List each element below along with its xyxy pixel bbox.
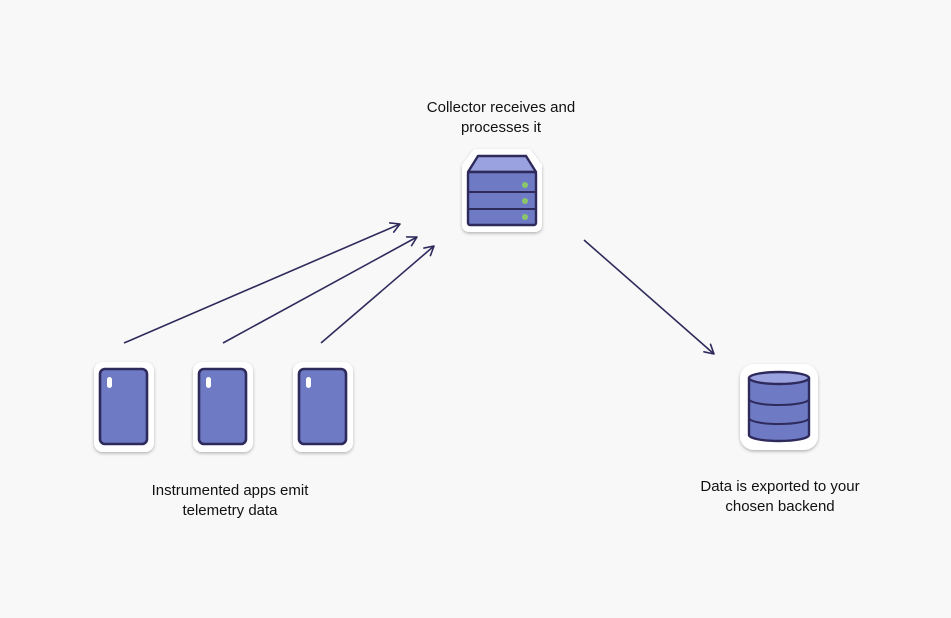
arrow-app2-to-collector [222,236,418,344]
arrow-collector-to-backend [583,239,715,355]
backend-caption-line: Data is exported to your [700,478,860,495]
mobile-app-icon [293,362,353,452]
mobile-app-icon [94,362,154,452]
database-icon [740,364,818,450]
collector-caption: Collector receives and processes it [401,98,601,138]
server-led-icon [522,198,528,204]
server-led-icon [522,214,528,220]
backend-caption: Data is exported to your chosen backend [670,477,890,517]
arrow-app1-to-collector [123,222,401,344]
arrow-app3-to-collector [320,245,435,344]
backend-caption-line: chosen backend [725,498,835,515]
apps-caption-line: telemetry data [182,502,278,519]
mobile-app-icon [193,362,253,452]
flow-arrows [123,222,715,355]
apps-caption-line: Instrumented apps emit [151,482,309,499]
apps-caption: Instrumented apps emit telemetry data [115,481,345,521]
collector-caption-line: processes it [460,119,542,136]
server-led-icon [522,182,528,188]
collector-caption-line: Collector receives and [426,99,576,116]
server-icon [462,149,542,232]
